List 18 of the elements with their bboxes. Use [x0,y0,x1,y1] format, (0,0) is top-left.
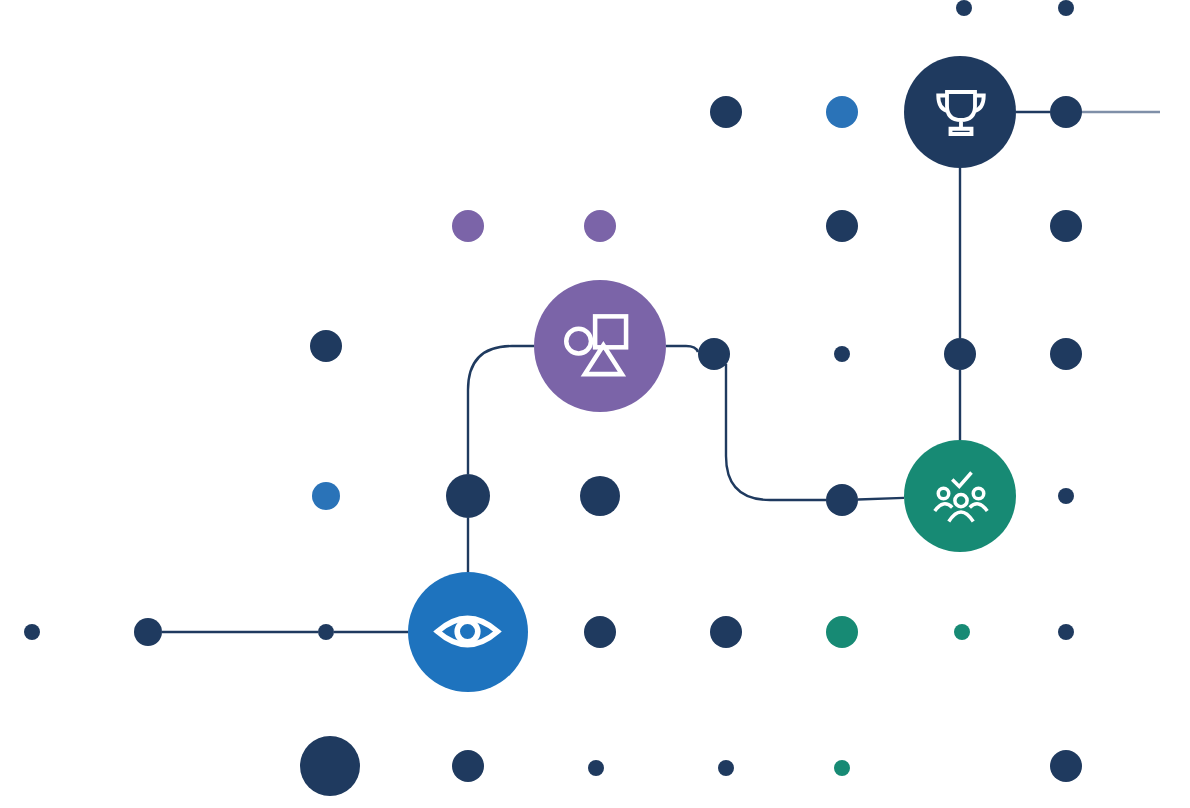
connector-line [466,344,534,474]
connector-line [1016,110,1050,114]
dot [134,618,162,646]
dot [318,624,334,640]
dot [698,338,730,370]
connector-line [466,518,470,572]
connector-line [857,496,905,501]
connector-line [724,364,826,502]
dot [944,338,976,370]
connector-line [958,370,962,440]
connector-line [1082,110,1160,114]
connector-line [958,168,962,338]
dot [446,474,490,518]
connector-line [334,630,408,634]
dot [1050,96,1082,128]
connector-line [162,630,318,634]
connector-line [666,344,700,353]
dot [826,484,858,516]
